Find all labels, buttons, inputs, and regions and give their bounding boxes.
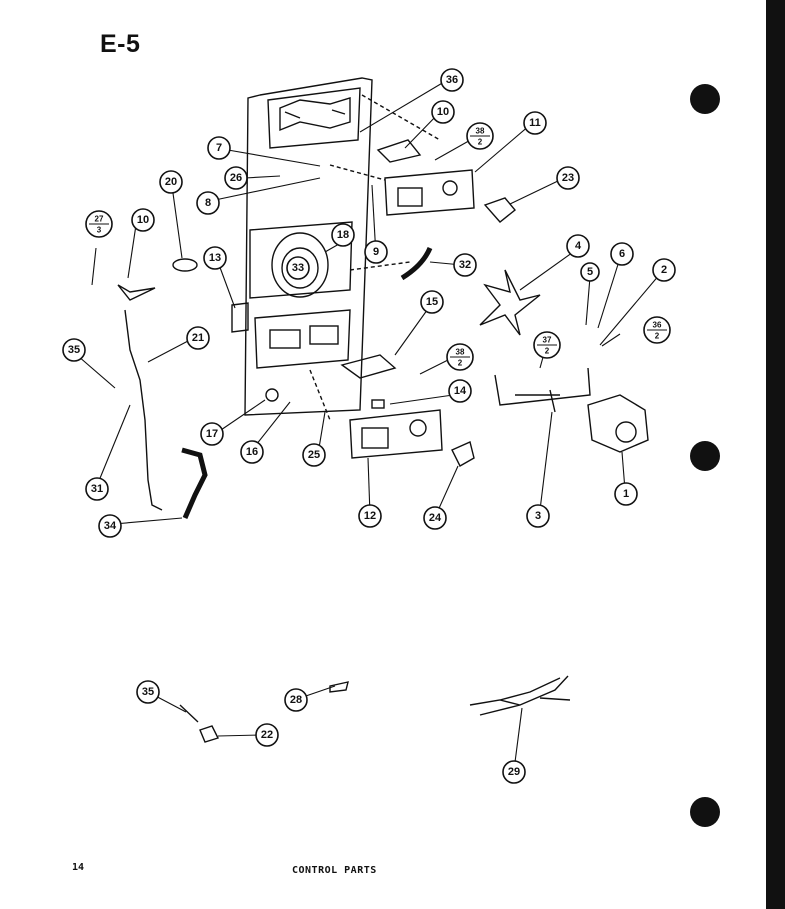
binder-hole-middle [690, 441, 720, 471]
callout-4: 4 [575, 240, 582, 252]
upper-switch-housing [384, 169, 475, 216]
callout-27-den: 3 [97, 226, 102, 235]
callout-11: 11 [529, 117, 541, 129]
wire-harness [469, 675, 571, 716]
page-edge-strip [766, 0, 785, 909]
side-bracket [231, 302, 249, 333]
dial-recess [249, 221, 353, 299]
callout-15: 15 [426, 296, 438, 308]
upper-knob [483, 197, 516, 223]
callout-27-num: 27 [95, 215, 104, 224]
callout-28: 28 [290, 694, 302, 706]
callout-16: 16 [246, 446, 258, 458]
upper-display-housing [267, 87, 361, 149]
callout-18: 18 [337, 229, 349, 241]
middle-display-housing [254, 309, 351, 369]
callout-24: 24 [429, 512, 442, 524]
callout-7: 7 [216, 142, 222, 154]
callout-38b-den: 2 [458, 359, 463, 368]
callout-26: 26 [230, 172, 242, 184]
callout-6: 6 [619, 248, 625, 260]
binder-hole-top [690, 84, 720, 114]
binder-hole-bottom [690, 797, 720, 827]
callout-17: 17 [206, 428, 218, 440]
callout-23: 23 [562, 172, 574, 184]
page-title: E-5 [100, 30, 141, 58]
control-panel-plate [244, 77, 373, 416]
callout-1: 1 [623, 488, 629, 500]
callout-2: 2 [661, 264, 667, 276]
lower-switch-housing [349, 409, 443, 459]
callout-29: 29 [508, 766, 520, 778]
plug-part [329, 681, 349, 693]
callout-34: 34 [104, 520, 117, 532]
clip-part [199, 725, 219, 743]
callout-37-num: 37 [543, 336, 552, 345]
callout-12: 12 [364, 510, 376, 522]
actuator-rod [124, 309, 163, 511]
callout-31: 31 [91, 483, 103, 495]
callout-36-num: 36 [653, 321, 662, 330]
callout-25: 25 [308, 449, 320, 461]
callout-38-num: 38 [476, 127, 485, 136]
callout-10: 10 [437, 106, 449, 118]
motor [587, 394, 649, 453]
spring-part [400, 246, 433, 281]
callout-3: 3 [535, 510, 541, 522]
callout-22: 22 [261, 729, 273, 741]
callout-37-den: 2 [545, 347, 550, 356]
callout-9: 9 [373, 246, 379, 258]
callout-38b-num: 38 [456, 348, 465, 357]
callout-20: 20 [165, 176, 177, 188]
washer [172, 258, 198, 272]
lower-knob [451, 441, 475, 467]
callout-13: 13 [209, 252, 221, 264]
callout-10-left: 10 [137, 214, 149, 226]
dial-knob [271, 232, 329, 298]
page-number: 14 [72, 862, 85, 873]
callout-38-den: 2 [478, 138, 483, 147]
callout-35: 35 [68, 344, 80, 356]
callout-36: 36 [446, 74, 458, 86]
motor-bracket [494, 367, 591, 413]
callout-32: 32 [459, 259, 471, 271]
callout-35-lower: 35 [142, 686, 154, 698]
screw-part [179, 704, 199, 723]
callout-8: 8 [205, 197, 211, 209]
callout-36-den: 2 [655, 332, 660, 341]
lever-arm [181, 447, 208, 519]
page-caption: CONTROL PARTS [292, 865, 377, 876]
callout-21: 21 [192, 332, 204, 344]
callout-14: 14 [454, 385, 467, 397]
fan-blade [479, 269, 541, 336]
callout-5: 5 [587, 266, 593, 278]
callout-33: 33 [292, 262, 304, 274]
